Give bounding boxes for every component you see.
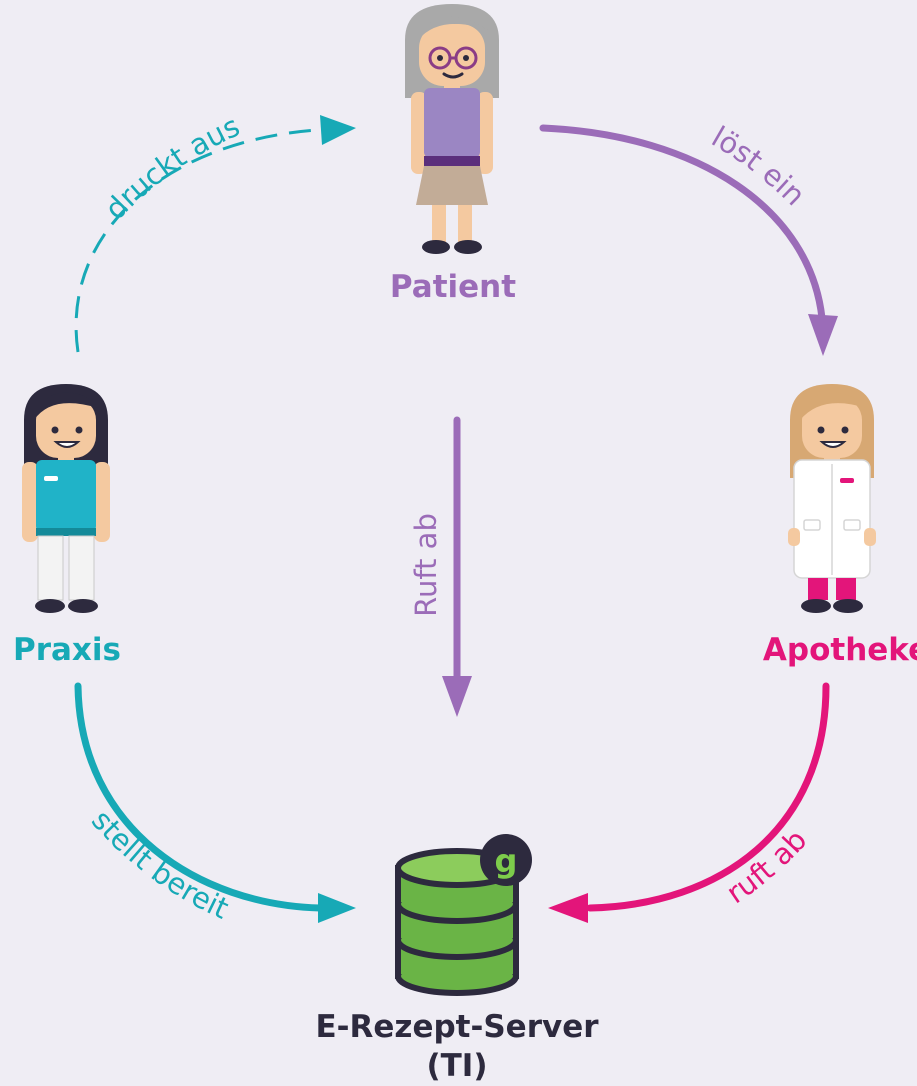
arrowhead-icon xyxy=(808,314,838,356)
node-label-praxis: Praxis xyxy=(13,632,121,668)
arrowhead-icon xyxy=(442,676,472,717)
edge-label-ruft-ab-patient: Ruft ab xyxy=(409,513,443,617)
elderly-woman-figure xyxy=(405,4,499,254)
edge-patient-to-apotheke xyxy=(539,124,838,356)
node-label-patient: Patient xyxy=(390,269,516,305)
arrowhead-icon xyxy=(318,893,356,923)
arrowhead-icon xyxy=(548,893,588,923)
gematik-badge: g xyxy=(480,834,532,886)
edge-praxis-to-server xyxy=(74,682,356,923)
doctor-assistant-figure xyxy=(22,384,110,613)
node-label-server: E-Rezept-Server xyxy=(315,1009,599,1045)
database-icon xyxy=(395,848,519,996)
edge-label-stellt-bereit: stellt bereit xyxy=(85,803,234,925)
pharmacist-figure xyxy=(788,384,876,613)
node-label-server-sub: (TI) xyxy=(426,1048,487,1084)
edge-apotheke-to-server xyxy=(548,682,830,923)
edge-patient-to-server xyxy=(442,416,472,717)
arrowhead-icon xyxy=(320,115,356,145)
edge-label-druckt-aus: druckt aus xyxy=(98,109,245,226)
badge-letter: g xyxy=(495,842,518,880)
node-label-apotheke: Apotheke xyxy=(763,632,917,668)
edge-praxis-to-patient xyxy=(74,115,356,353)
